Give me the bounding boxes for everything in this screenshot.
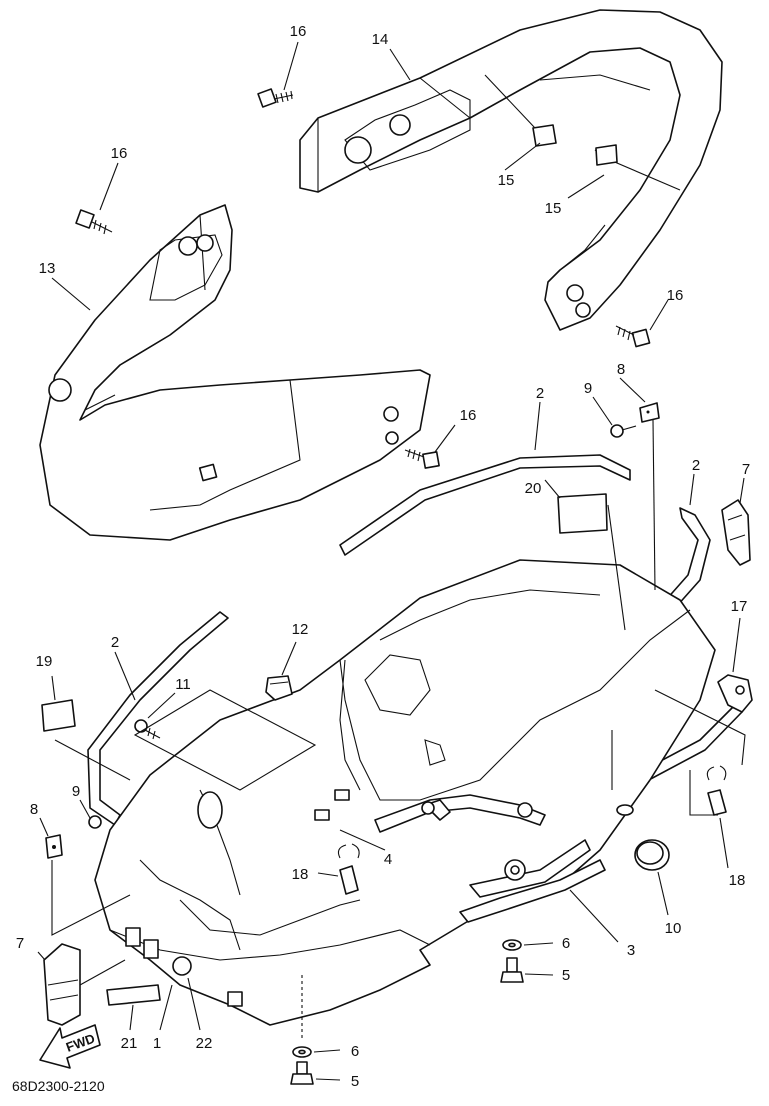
part-14-rear-handle [299,9,723,331]
fwd-direction-arrow: FWD [39,1024,101,1069]
callout-15: 15 [498,172,515,189]
part-21-label [106,984,161,1006]
callout-16: 16 [667,287,684,304]
callout-3: 3 [627,942,635,959]
part-8-clip-2 [45,834,63,859]
callout-13: 13 [39,260,56,277]
callout-2: 2 [111,634,119,651]
callout-8: 8 [30,801,38,818]
part-17-clamp [717,674,753,713]
callout-10: 10 [665,920,682,937]
callout-5: 5 [562,967,570,984]
callout-2: 2 [692,457,700,474]
callout-9: 9 [584,380,592,397]
part-10-grommet [634,839,670,871]
part-6-washer-2 [292,1046,312,1058]
callout-4: 4 [384,851,392,868]
callout-17: 17 [731,598,748,615]
part-12-clip [265,675,293,701]
callout-12: 12 [292,621,309,638]
part-19-label [41,699,76,732]
callout-16: 16 [460,407,477,424]
part-20-label [557,493,608,534]
part-16-bolt-3 [615,325,651,348]
part-9-screw-2 [88,815,102,829]
callout-1: 1 [153,1035,161,1052]
part-1-bottom-cowling [94,559,716,1026]
part-7-latch-lower [43,943,81,1026]
part-18-tie-2 [706,765,727,816]
callout-8: 8 [617,361,625,378]
part-6-washer-1 [502,939,522,951]
part-16-bolt-2 [75,209,113,235]
callout-21: 21 [121,1035,138,1052]
callout-6: 6 [562,935,570,952]
part-5-bolt-2 [290,1061,314,1085]
part-15-plates [532,124,618,166]
callout-numbers: 16 14 16 15 15 13 16 16 8 9 2 2 7 20 17 … [16,23,750,1090]
callout-7: 7 [16,935,24,952]
part-4-bracket [374,794,546,833]
callout-20: 20 [525,480,542,497]
part-18-tie-1 [337,843,360,895]
callout-15: 15 [545,200,562,217]
callout-18: 18 [729,872,746,889]
callout-9: 9 [72,783,80,800]
part-13-front-handle [39,204,431,541]
callout-16: 16 [111,145,128,162]
drawing-code: 68D2300-2120 [12,1078,105,1094]
leader-lines [37,41,746,1081]
callout-5: 5 [351,1073,359,1090]
callout-2: 2 [536,385,544,402]
part-3-bracket [459,839,606,923]
part-9-screw-1 [610,424,637,438]
callout-16: 16 [290,23,307,40]
callout-18: 18 [292,866,309,883]
callout-14: 14 [372,31,389,48]
part-16-bolt-4 [404,448,440,469]
callout-6: 6 [351,1043,359,1060]
part-8-clip-1 [639,402,660,423]
part-7-latch-upper [721,499,751,566]
callout-11: 11 [175,676,191,693]
callout-22: 22 [196,1035,213,1052]
part-16-bolt-1 [257,88,294,108]
callout-19: 19 [36,653,53,670]
part-5-bolt-1 [500,957,524,983]
callout-7: 7 [742,461,750,478]
